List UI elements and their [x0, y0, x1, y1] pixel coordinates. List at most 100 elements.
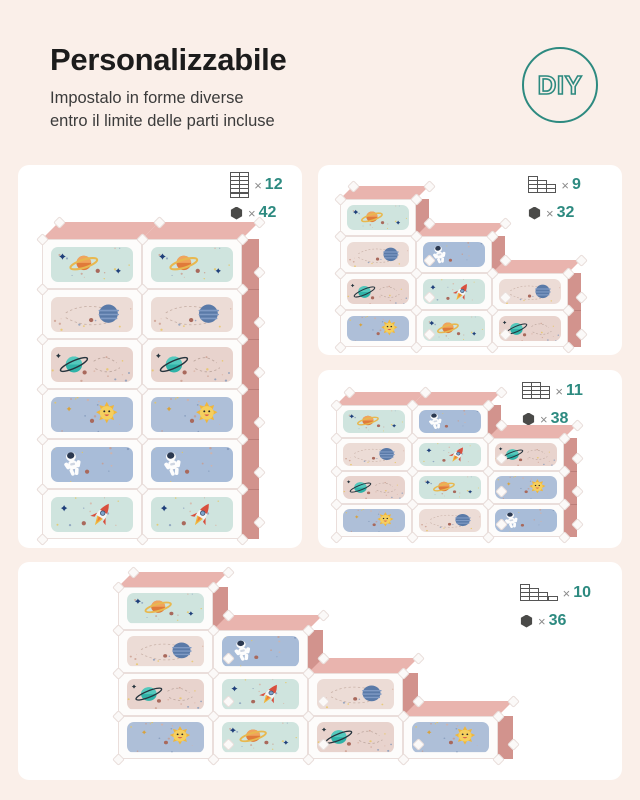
storage-cube[interactable]: [142, 489, 242, 539]
legend-connectors-row-1: × 42: [230, 202, 283, 224]
legend-panels-row-2: × 9: [528, 174, 581, 196]
cube-door-panel[interactable]: [342, 442, 406, 467]
diy-letter-d: D: [537, 69, 557, 101]
storage-cube[interactable]: [142, 389, 242, 439]
storage-cube[interactable]: [42, 389, 142, 439]
cube-door-panel[interactable]: [51, 496, 133, 532]
connector-icon: [230, 206, 243, 220]
shelf-unit-1: [35, 215, 266, 546]
storage-cube[interactable]: [412, 471, 488, 504]
cube-door-panel[interactable]: [126, 679, 205, 710]
cube-door-panel[interactable]: [342, 475, 406, 500]
cube-door-panel[interactable]: [418, 442, 482, 467]
storage-cube[interactable]: [412, 405, 488, 438]
cube-door-panel[interactable]: [342, 409, 406, 434]
cube-door-panel[interactable]: [346, 241, 410, 268]
cube-door-panel[interactable]: [126, 722, 205, 753]
legend-connectors-row-3: × 38: [522, 408, 583, 430]
page-title: Personalizzabile: [50, 42, 287, 77]
motif-illustration: [151, 446, 233, 482]
storage-cube[interactable]: [308, 716, 403, 759]
storage-cube[interactable]: [42, 239, 142, 289]
storage-cube[interactable]: [142, 439, 242, 489]
panel-icon-cell: [540, 394, 551, 400]
cube-top-panel: [412, 392, 501, 405]
cube-door-panel[interactable]: [494, 442, 558, 467]
storage-cube[interactable]: [336, 438, 412, 471]
cube-door-panel[interactable]: [151, 246, 233, 282]
cube-door-panel[interactable]: [418, 508, 482, 533]
cube-door-panel[interactable]: [51, 246, 133, 282]
cube-door-panel[interactable]: [418, 409, 482, 434]
cube-door-panel[interactable]: [346, 278, 410, 305]
storage-cube[interactable]: [42, 339, 142, 389]
cube-top-panel: [488, 425, 577, 438]
storage-cube[interactable]: [142, 239, 242, 289]
panels-multiply-1: ×: [254, 177, 262, 193]
storage-cube[interactable]: [42, 439, 142, 489]
cube-door-panel[interactable]: [151, 296, 233, 332]
storage-cube[interactable]: [340, 273, 416, 310]
cube-door-panel[interactable]: [342, 508, 406, 533]
motif-illustration: [51, 496, 133, 532]
panel-grid-icon: [522, 381, 551, 400]
motif-illustration: [51, 396, 133, 432]
storage-cube[interactable]: [213, 716, 308, 759]
cube-door-panel[interactable]: [151, 396, 233, 432]
storage-cube[interactable]: [340, 236, 416, 273]
storage-cube[interactable]: [118, 673, 213, 716]
storage-cube[interactable]: [308, 673, 403, 716]
storage-cube[interactable]: [118, 587, 213, 630]
subtitle-line-2: entro il limite delle parti incluse: [50, 111, 275, 130]
cube-door-panel[interactable]: [346, 315, 410, 342]
cube-door-panel[interactable]: [494, 475, 558, 500]
storage-cube[interactable]: [142, 289, 242, 339]
storage-cube[interactable]: [336, 504, 412, 537]
cube-side-seam: [242, 439, 259, 440]
storage-cube[interactable]: [340, 199, 416, 236]
storage-cube[interactable]: [213, 630, 308, 673]
cube-door-panel[interactable]: [51, 346, 133, 382]
storage-cube[interactable]: [336, 471, 412, 504]
cube-door-panel[interactable]: [411, 722, 490, 753]
cube-door-panel[interactable]: [494, 508, 558, 533]
cube-door-panel[interactable]: [151, 496, 233, 532]
cube-door-panel[interactable]: [151, 446, 233, 482]
storage-cube[interactable]: [336, 405, 412, 438]
cube-top-panel: [213, 615, 323, 630]
storage-cube[interactable]: [340, 310, 416, 347]
motif-illustration: [418, 508, 482, 533]
cube-door-panel[interactable]: [316, 679, 395, 710]
cube-door-panel[interactable]: [126, 593, 205, 624]
motif-illustration: [151, 396, 233, 432]
cube-door-panel[interactable]: [346, 204, 410, 231]
diy-letter-y: Y: [564, 69, 583, 101]
storage-cube[interactable]: [412, 504, 488, 537]
cube-door-panel[interactable]: [51, 446, 133, 482]
cube-door-panel[interactable]: [151, 346, 233, 382]
storage-cube[interactable]: [492, 273, 568, 310]
panels-multiply-3: ×: [555, 383, 563, 399]
panel-icon-cell: [547, 596, 558, 602]
cube-door-panel[interactable]: [418, 475, 482, 500]
storage-cube[interactable]: [142, 339, 242, 389]
cube-door-panel[interactable]: [51, 296, 133, 332]
storage-cube[interactable]: [118, 630, 213, 673]
storage-cube[interactable]: [412, 438, 488, 471]
motif-illustration: [494, 475, 558, 500]
motif-illustration: [342, 475, 406, 500]
cube-top-panel: [142, 222, 259, 239]
storage-cube[interactable]: [118, 716, 213, 759]
cube-side-seam: [568, 310, 581, 311]
cube-door-panel[interactable]: [316, 722, 395, 753]
storage-cube[interactable]: [403, 716, 498, 759]
cube-door-panel[interactable]: [221, 679, 300, 710]
cube-door-panel[interactable]: [221, 636, 300, 667]
storage-cube[interactable]: [42, 489, 142, 539]
storage-cube[interactable]: [42, 289, 142, 339]
connectors-count-2: 32: [556, 204, 575, 221]
cube-door-panel[interactable]: [51, 396, 133, 432]
storage-cube[interactable]: [213, 673, 308, 716]
cube-door-panel[interactable]: [221, 722, 300, 753]
cube-door-panel[interactable]: [126, 636, 205, 667]
